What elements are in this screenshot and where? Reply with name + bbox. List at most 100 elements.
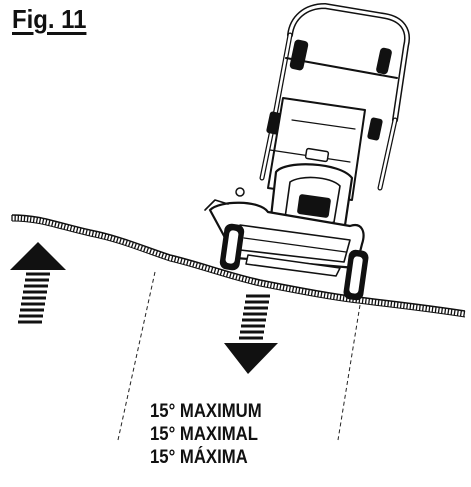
ground-hatch-mark: [307, 289, 310, 296]
ground-hatch-mark: [69, 225, 73, 232]
ground-hatch-mark: [440, 307, 444, 314]
ground-hatch-mark: [399, 302, 402, 309]
ground-hatch-mark: [97, 231, 101, 239]
ground-hatch-mark: [329, 293, 333, 300]
ground-hatch-mark: [415, 304, 418, 311]
ground-hatch-mark: [213, 267, 217, 274]
ground-hatch-mark: [244, 276, 248, 283]
ground-hatch-mark: [188, 260, 192, 267]
ground-hatch-mark: [260, 280, 263, 287]
ground-hatch-mark: [294, 287, 298, 294]
ground-hatch-mark: [121, 238, 125, 245]
ground-hatch-mark: [160, 252, 165, 259]
ground-hatch-mark: [142, 246, 147, 253]
ground-hatch-mark: [91, 230, 95, 237]
ground-hatch-mark: [195, 262, 199, 269]
ground-hatch-mark: [456, 309, 459, 316]
figure-title: Fig. 11: [12, 4, 87, 34]
ground-hatch-mark: [393, 301, 396, 308]
ground-hatch-mark: [182, 258, 186, 265]
ground-hatch-mark: [157, 251, 162, 258]
ground-hatch-mark: [170, 255, 174, 262]
hatched-down-arrow-icon: [224, 294, 278, 374]
ground-hatch-mark: [133, 242, 138, 250]
ground-hatch-mark: [313, 290, 317, 297]
ground-hatch-mark: [106, 234, 110, 241]
ground-hatch-mark: [298, 287, 301, 294]
ground-hatch-mark: [78, 227, 82, 234]
ground-hatch-mark: [368, 298, 371, 305]
ground-hatch-mark: [179, 257, 183, 264]
ground-hatch-mark: [444, 308, 447, 315]
ground-hatch-mark: [94, 231, 98, 238]
ground-hatch-mark: [228, 272, 232, 279]
ground-hatch-mark: [103, 233, 107, 240]
slope-limit-caption: 15° MAXIMUM 15° MAXIMAL 15° MÁXIMA: [150, 400, 390, 469]
ground-hatch-mark: [431, 306, 434, 313]
ground-hatch-mark: [326, 292, 329, 299]
ground-hatch-mark: [247, 277, 251, 284]
ground-hatch-mark: [463, 310, 466, 317]
ground-hatch-mark: [390, 301, 393, 308]
ground-hatch-mark: [272, 282, 276, 289]
ground-hatch-mark: [323, 292, 326, 299]
ground-hatch-mark: [332, 293, 336, 300]
ground-hatch-mark: [291, 286, 295, 293]
ground-hatch-mark: [409, 303, 412, 310]
ground-hatch-mark: [145, 247, 150, 254]
ground-hatch-mark: [219, 269, 223, 276]
ground-hatch-mark: [41, 218, 45, 225]
ground-hatch-mark: [437, 307, 440, 314]
ground-hatch-mark: [253, 278, 257, 286]
ground-hatch-mark: [282, 284, 285, 291]
ground-hatch-mark: [425, 305, 428, 312]
lawn-mower-drawing: [204, 3, 410, 301]
ground-hatch-mark: [44, 218, 48, 226]
ground-hatch-mark: [139, 245, 144, 252]
caption-line-german: 15° MAXIMAL: [150, 424, 258, 445]
caption-line-spanish: 15° MÁXIMA: [150, 447, 248, 468]
ground-hatch-mark: [60, 222, 64, 230]
ground-hatch-mark: [235, 274, 238, 281]
ground-hatch-mark: [57, 222, 60, 229]
ground-hatch-mark: [377, 299, 380, 306]
ground-hatch-mark: [198, 263, 202, 270]
ground-hatch-mark: [127, 240, 132, 248]
ground-hatch-mark: [406, 303, 409, 310]
ground-hatch-mark: [88, 229, 91, 237]
ground-hatch-mark: [75, 226, 79, 234]
ground-hatch-mark: [167, 254, 171, 261]
ground-hatch-mark: [434, 306, 437, 313]
ground-hatch-mark: [109, 235, 113, 242]
ground-hatch-mark: [450, 308, 453, 316]
ground-hatch-mark: [164, 253, 168, 260]
ground-hatch-mark: [241, 275, 245, 282]
ground-hatch-mark: [371, 298, 374, 305]
ground-hatch-mark: [231, 273, 235, 280]
ground-hatch-mark: [210, 266, 214, 273]
ground-hatch-mark: [304, 288, 307, 296]
ground-hatch-mark: [387, 300, 390, 307]
slope-ground: [11, 214, 466, 318]
ground-hatch-mark: [173, 256, 177, 263]
ground-hatch-mark: [222, 270, 226, 277]
ground-hatch-mark: [216, 268, 220, 275]
ground-hatch-mark: [50, 220, 54, 227]
ground-hatch-mark: [339, 294, 342, 301]
ground-hatch-mark: [459, 310, 463, 317]
ground-hatch-mark: [207, 265, 211, 272]
ground-hatch-mark: [38, 217, 42, 224]
ground-hatch-mark: [421, 305, 425, 312]
ground-hatch-mark: [47, 219, 51, 226]
ground-hatch-mark: [100, 232, 104, 239]
ground-hatch-mark: [263, 280, 266, 288]
ground-hatch-mark: [136, 244, 141, 251]
ground-hatch-mark: [276, 283, 279, 290]
ground-hatch-mark: [148, 248, 153, 255]
mower-front-left-wheel: [219, 223, 245, 271]
ground-hatch-mark: [288, 285, 292, 293]
ground-hatch-mark: [66, 224, 70, 231]
mower-front-right-wheel: [343, 249, 369, 301]
ground-hatch-mark: [72, 226, 76, 233]
